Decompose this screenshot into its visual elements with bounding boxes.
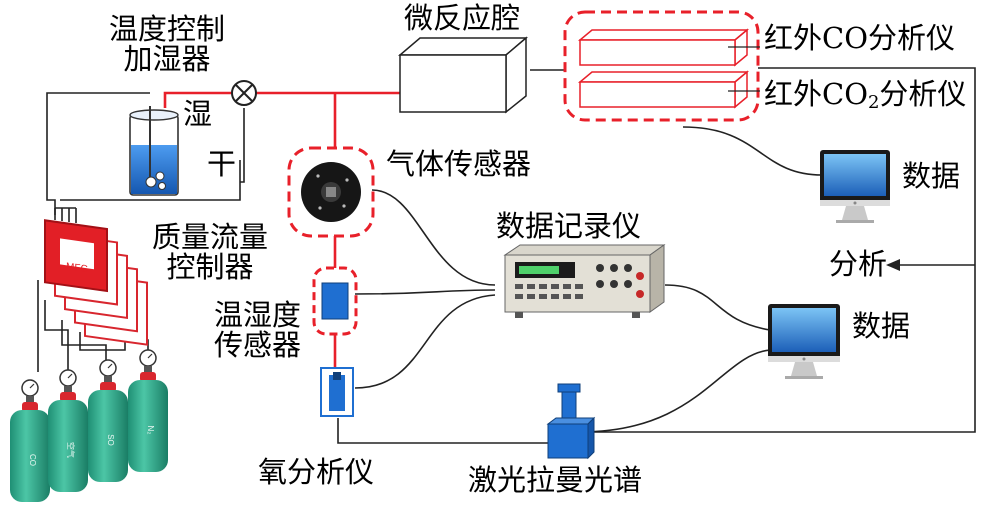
micro-reactor-box xyxy=(397,36,529,114)
humidifier-outlet-line xyxy=(163,91,232,108)
ir-co2-suffix: 分析仪 xyxy=(879,77,967,111)
humidifier-label-line1: 温度控制 xyxy=(108,12,225,46)
analysis-label: 分析 xyxy=(829,247,888,281)
raman-to-monitor-wire xyxy=(579,349,771,433)
humidifier-label: 温度控制 加湿器 xyxy=(92,14,242,75)
black-wires xyxy=(37,67,976,444)
humidifier xyxy=(129,106,179,196)
gas-sensor-label: 气体传感器 xyxy=(386,147,532,181)
data-label-top: 数据 xyxy=(902,159,961,193)
raman-spectrometer xyxy=(546,383,596,460)
dry-label: 干 xyxy=(207,147,237,181)
cylinder-label: CO xyxy=(28,454,37,466)
oxygen-to-raman-line xyxy=(337,418,548,444)
th-sensor-label-line2: 传感器 xyxy=(213,328,301,363)
monitor-middle xyxy=(768,304,840,379)
ir-co2-label: 红外CO2分析仪 xyxy=(764,80,966,112)
th-sensor-wire xyxy=(354,289,496,295)
recorder-to-monitor-wire xyxy=(664,284,771,331)
ir-co-label: 红外CO分析仪 xyxy=(764,21,955,55)
analysis-arrowhead xyxy=(886,259,900,271)
valve-icon xyxy=(231,80,257,106)
microreactor-label: 微反应腔 xyxy=(404,1,521,35)
th-sensor-dashed-box xyxy=(312,266,358,336)
cyl3-line xyxy=(61,320,107,362)
ir-co-analyzer xyxy=(577,28,750,67)
gas-cylinder: SO xyxy=(88,359,128,482)
ir-analyzer-dashed-box xyxy=(563,10,760,122)
gas-cylinder: CO xyxy=(10,379,50,502)
wet-label: 湿 xyxy=(183,97,213,131)
monitor-top xyxy=(820,150,890,223)
mfc-label-line1: 质量流量 xyxy=(151,220,268,254)
cylinder-label: N₂ xyxy=(146,426,155,435)
mfc-stack: MFC xyxy=(44,207,148,346)
mfc-label-line2: 控制器 xyxy=(166,250,254,285)
th-sensor xyxy=(321,282,349,320)
oxygen-analyzer-label: 氧分析仪 xyxy=(258,455,375,489)
gas-lines xyxy=(163,91,400,368)
mfc-box-text: MFC xyxy=(66,261,88,275)
th-sensor-label: 温湿度 传感器 xyxy=(205,300,310,361)
oxygen-wire xyxy=(354,294,496,389)
humidifier-label-line2: 加湿器 xyxy=(123,42,211,77)
data-recorder xyxy=(503,244,666,318)
raman-label: 激光拉曼光谱 xyxy=(468,463,643,497)
ir-to-monitor-wire xyxy=(682,126,823,176)
dry-bypass-line xyxy=(240,108,245,183)
gas-sensor-dashed-box xyxy=(287,146,375,238)
gas-sensor xyxy=(301,162,361,222)
oxygen-analyzer xyxy=(320,367,354,417)
cylinder-label: 空气 xyxy=(66,442,76,458)
dry-return-line xyxy=(60,160,241,201)
gas-cylinder: 空气 xyxy=(48,369,88,492)
ir-co2-prefix: 红外CO xyxy=(764,77,868,111)
humidifier-loop-line xyxy=(46,92,150,215)
gas-sensor-wire xyxy=(371,189,496,286)
gas-cylinder: N₂ xyxy=(128,349,168,472)
data-label-middle: 数据 xyxy=(852,309,911,343)
data-recorder-label: 数据记录仪 xyxy=(496,209,642,243)
th-sensor-label-line1: 温湿度 xyxy=(213,298,301,332)
ir-co2-subscript: 2 xyxy=(867,92,880,113)
cylinder-label: SO xyxy=(106,434,115,446)
ir-co2-analyzer xyxy=(577,70,750,109)
gas-cylinders: CO 空气 SO N₂ xyxy=(10,349,168,502)
cyl2-line xyxy=(44,300,69,372)
mfc-label: 质量流量 控制器 xyxy=(140,222,280,283)
right-return-line xyxy=(590,67,976,433)
